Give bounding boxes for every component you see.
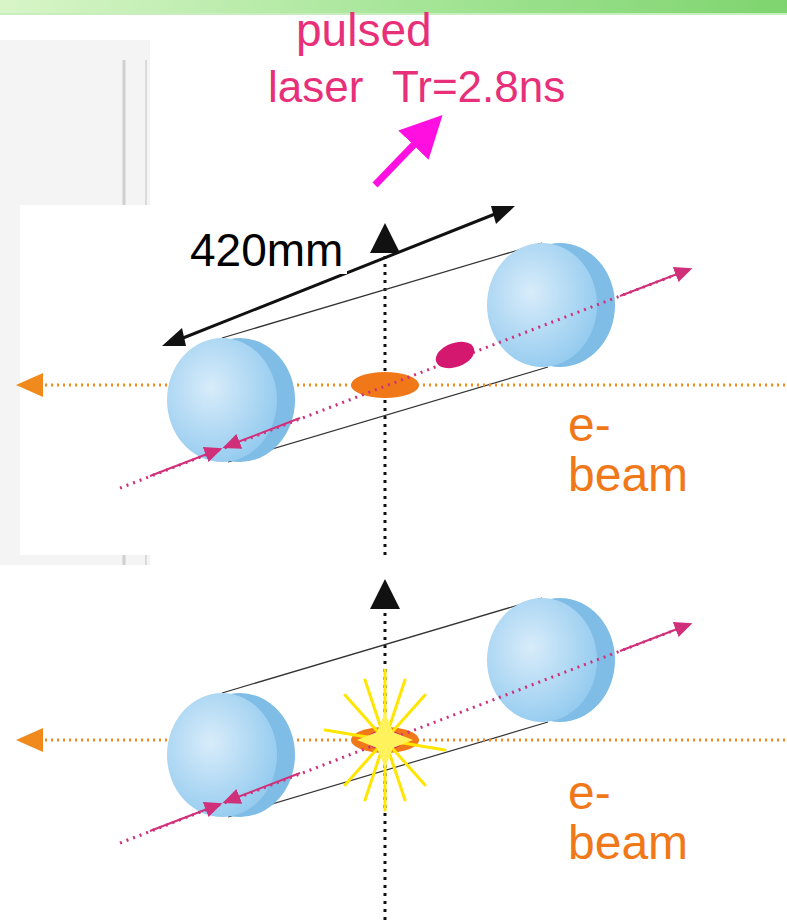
laser-name: laser xyxy=(268,64,363,110)
beam-label: e- beam xyxy=(568,400,708,501)
pulse-period: Tr=2.8ns xyxy=(392,64,565,110)
cavity-length: 420mm xyxy=(186,226,347,274)
laser-name: pulsed xyxy=(296,6,432,54)
beam-label: e- beam xyxy=(568,768,708,869)
